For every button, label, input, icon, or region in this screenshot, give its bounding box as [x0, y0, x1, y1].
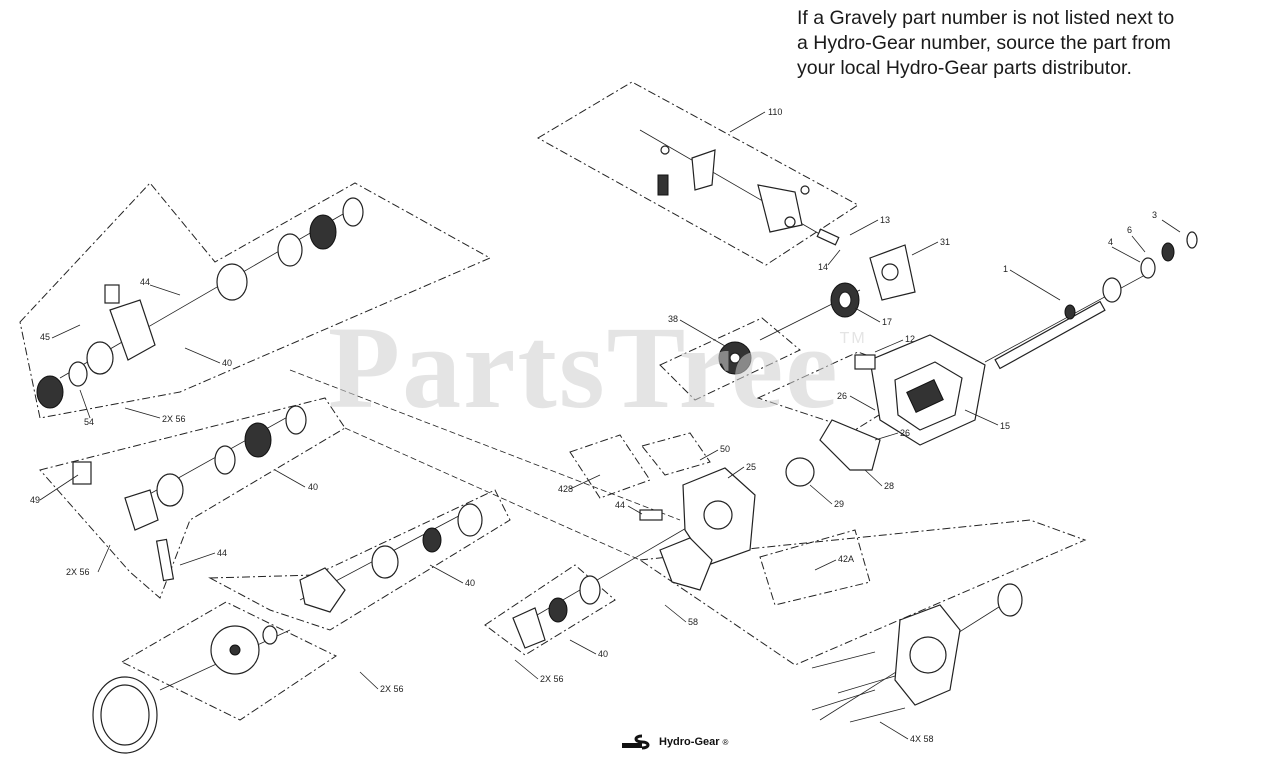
leader-lines	[39, 111, 1181, 740]
watermark-tm: TM	[839, 330, 867, 347]
bolts-4x58	[811, 651, 906, 723]
plate-part-29	[785, 457, 815, 487]
callout-4: 4	[1108, 237, 1113, 247]
callout-25: 25	[746, 462, 756, 472]
callout-44-center: 44	[615, 500, 625, 510]
part-12-block	[854, 354, 876, 370]
gear-part-17-hub	[838, 291, 852, 309]
callout-6: 6	[1127, 225, 1132, 235]
callout-26-lower: 26	[900, 428, 910, 438]
callout-14: 14	[818, 262, 828, 272]
part-44-block	[639, 509, 663, 521]
callout-2x56-left: 2X 56	[66, 567, 90, 577]
hydro-gear-s-mark-icon	[622, 734, 650, 750]
note-line-1: If a Gravely part number is not listed n…	[797, 7, 1175, 29]
assembly-box-50	[641, 432, 711, 476]
hydro-gear-logo: Hydro-Gear ®	[622, 734, 728, 750]
upper-left-parts	[36, 197, 364, 409]
callout-31: 31	[940, 237, 950, 247]
shaft-part-1	[994, 231, 1198, 370]
fan-assembly	[92, 625, 278, 754]
callout-49: 49	[30, 495, 40, 505]
assembly-box-110	[536, 81, 859, 266]
lower-center-parts	[512, 575, 601, 649]
left-middle-parts	[72, 405, 307, 582]
callout-29: 29	[834, 499, 844, 509]
callout-428: 428	[558, 484, 573, 494]
end-cap-part-25	[682, 467, 756, 566]
parts-note: If a Gravely part number is not listed n…	[797, 6, 1277, 81]
assembly-box-right-lower	[638, 519, 1087, 666]
center-left-parts	[299, 503, 483, 613]
callout-44-lower: 44	[217, 548, 227, 558]
callout-2x56-bottom: 2X 56	[540, 674, 564, 684]
assembly-box-428	[569, 434, 651, 499]
callout-13: 13	[880, 215, 890, 225]
o-ring-right	[997, 583, 1023, 617]
callout-2x56-upper: 2X 56	[162, 414, 186, 424]
assembly-box-upper-left	[19, 182, 492, 419]
assembly-box-38	[659, 317, 801, 401]
callout-40-bottom: 40	[598, 649, 608, 659]
callout-58: 58	[688, 617, 698, 627]
flange-plate	[894, 604, 961, 706]
callout-3: 3	[1152, 210, 1157, 220]
callout-2x56-fan: 2X 56	[380, 684, 404, 694]
callout-28: 28	[884, 481, 894, 491]
partstree-watermark: PartsTreeTM	[328, 300, 867, 436]
callout-110: 110	[768, 107, 782, 117]
callout-12: 12	[905, 334, 915, 344]
assembly-box-left-middle	[39, 397, 346, 599]
callout-17: 17	[882, 317, 892, 327]
callout-38: 38	[668, 314, 678, 324]
cylinder-block-38-hub	[729, 352, 741, 364]
hydro-gear-reg-mark: ®	[722, 737, 729, 747]
callout-44-upper: 44	[140, 277, 150, 287]
callout-42a: 42A	[838, 554, 854, 564]
callout-15: 15	[1000, 421, 1010, 431]
housing-part-15	[869, 334, 986, 446]
assembly-box-fan	[120, 601, 338, 721]
note-line-3: your local Hydro-Gear parts distributor.	[797, 57, 1132, 79]
callout-50: 50	[720, 444, 730, 454]
axis-line-1	[289, 369, 681, 521]
callout-40-lower: 40	[465, 578, 475, 588]
linkage-parts-110	[657, 145, 840, 246]
callout-40-middle: 40	[308, 482, 318, 492]
note-line-2: a Hydro-Gear number, source the part fro…	[797, 32, 1171, 54]
assembly-box-42a	[759, 529, 871, 606]
callout-26-upper: 26	[837, 391, 847, 401]
bracket-part-58	[659, 537, 713, 591]
assembly-box-center-left	[208, 489, 511, 631]
hydro-gear-wordmark: Hydro-Gear	[659, 736, 720, 748]
callout-1: 1	[1003, 264, 1008, 274]
watermark-text: PartsTree	[328, 302, 840, 433]
part-31-bore	[881, 263, 899, 281]
callout-4x58: 4X 58	[910, 734, 934, 744]
callout-40-upper: 40	[222, 358, 232, 368]
callout-54: 54	[84, 417, 94, 427]
gasket-part-28	[819, 419, 881, 471]
assembly-box-lower-center	[484, 564, 616, 656]
callout-45: 45	[40, 332, 50, 342]
